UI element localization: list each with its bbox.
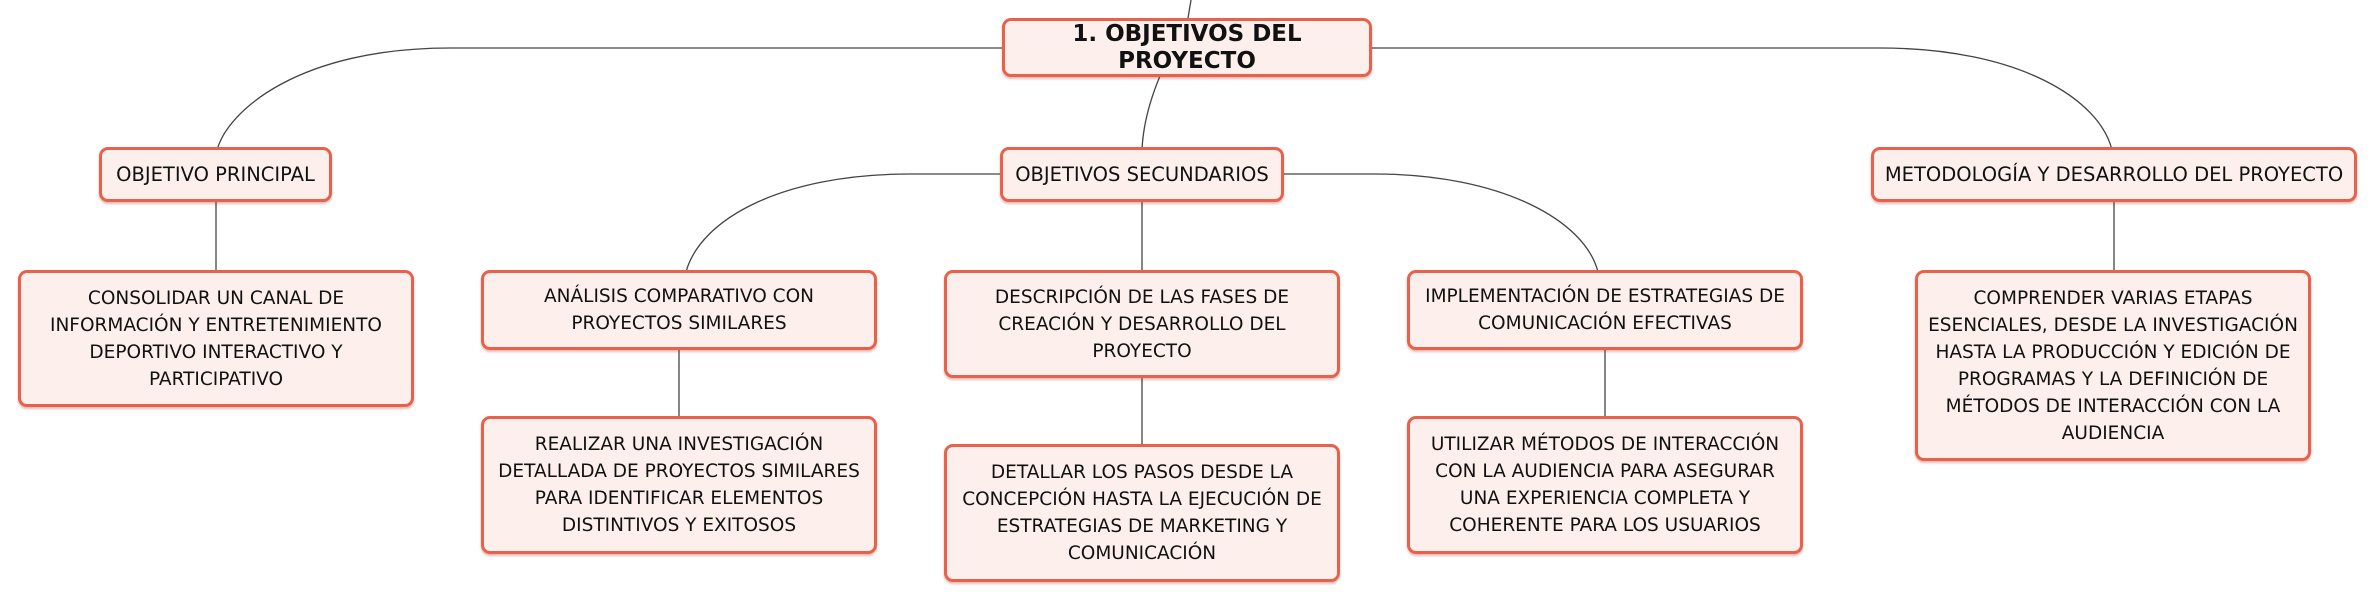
node-metodologia[interactable]: METODOLOGÍA Y DESARROLLO DEL PROYECTO <box>1871 147 2357 202</box>
node-objetivos-secundarios[interactable]: OBJETIVOS SECUNDARIOS <box>1000 147 1284 202</box>
node-detallar-pasos[interactable]: DETALLAR LOS PASOS DESDE LA CONCEPCIÓN H… <box>944 444 1340 582</box>
node-objetivo-principal[interactable]: OBJETIVO PRINCIPAL <box>99 147 332 202</box>
connector-secundarios-analisis <box>685 173 1002 273</box>
connector-root-objetivos-secundarios <box>1141 75 1161 151</box>
node-utilizar-metodos[interactable]: UTILIZAR MÉTODOS DE INTERACCIÓN CON LA A… <box>1407 416 1803 554</box>
root-node[interactable]: 1. OBJETIVOS DEL PROYECTO <box>1002 18 1372 77</box>
node-realizar-investigacion[interactable]: REALIZAR UNA INVESTIGACIÓN DETALLADA DE … <box>481 416 877 554</box>
node-consolidar-canal[interactable]: CONSOLIDAR UN CANAL DE INFORMACIÓN Y ENT… <box>18 270 414 407</box>
node-descripcion-fases[interactable]: DESCRIPCIÓN DE LAS FASES DE CREACIÓN Y D… <box>944 270 1340 378</box>
connector-incoming <box>1187 0 1192 19</box>
connector-secundarios-implementacion <box>1282 173 1599 273</box>
node-comprender-etapas[interactable]: COMPRENDER VARIAS ETAPAS ESENCIALES, DES… <box>1915 270 2311 461</box>
connector-root-objetivo-principal <box>216 47 1002 151</box>
node-analisis-comparativo[interactable]: ANÁLISIS COMPARATIVO CON PROYECTOS SIMIL… <box>481 270 877 350</box>
connector-root-metodologia <box>1372 47 2113 151</box>
node-implementacion-estrategias[interactable]: IMPLEMENTACIÓN DE ESTRATEGIAS DE COMUNIC… <box>1407 270 1803 350</box>
